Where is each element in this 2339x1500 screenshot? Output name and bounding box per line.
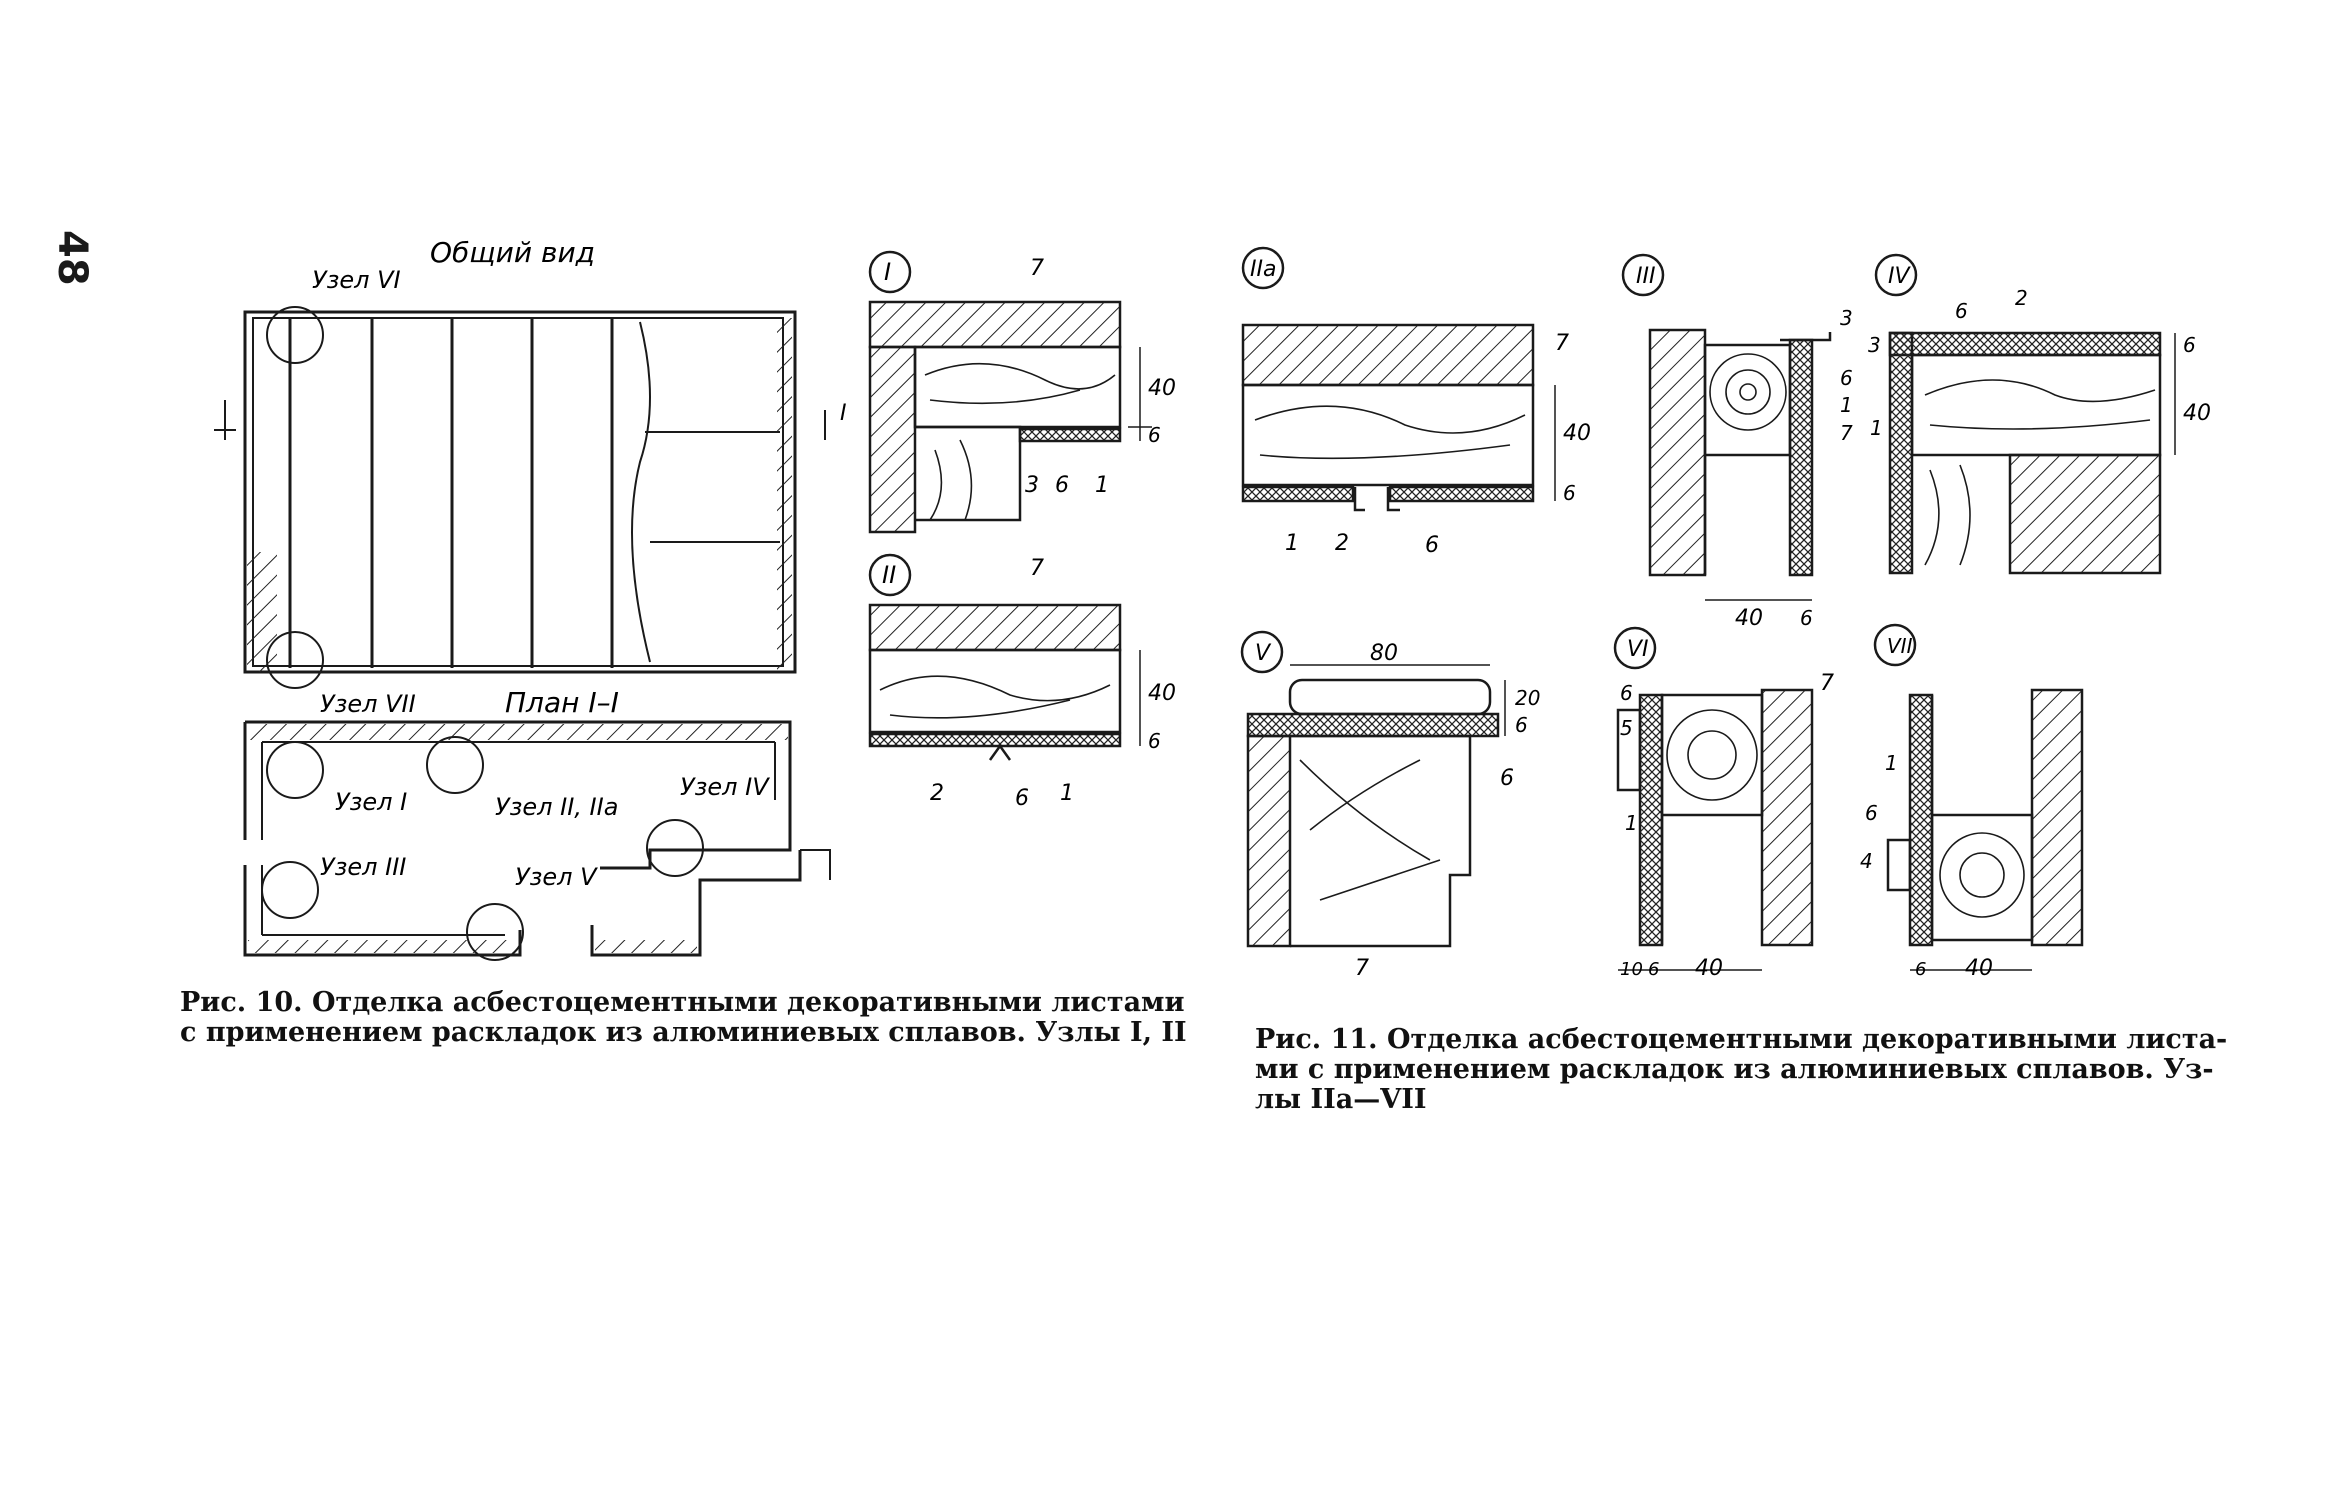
node-circle-2 (426, 736, 484, 794)
node-circle-7 (266, 631, 324, 689)
detail-IIa-label-1: 1 (1285, 531, 1299, 556)
detail-I-dim-6: 6 (1148, 423, 1161, 447)
detail-IIa-label-6: 6 (1425, 533, 1439, 558)
detail-IIa-dim-6: 6 (1563, 481, 1576, 505)
detail-IIa-label-2: 2 (1335, 531, 1349, 556)
label-node-2: Узел II, IIа (495, 793, 618, 821)
detail-V (1240, 630, 1506, 948)
detail-V-dim-80: 80 (1370, 641, 1398, 666)
detail-I-dim-40: 40 (1148, 376, 1176, 401)
node-circle-1 (266, 741, 324, 799)
detail-VI-label-6: 6 (1620, 681, 1633, 705)
label-node-1: Узел I (335, 788, 407, 816)
detail-VI-dim-6: 6 (1648, 959, 1659, 980)
detail-VI-dim-40: 40 (1695, 956, 1723, 981)
detail-I-id: I (884, 258, 891, 286)
detail-VI-label-5: 5 (1620, 716, 1633, 740)
detail-VII-label-1: 1 (1885, 751, 1898, 775)
fig10-caption-line2: с применением раскладок из алюминиевых с… (180, 1017, 1187, 1048)
fig11-caption-line3: лы IIа—VII (1255, 1084, 1427, 1115)
detail-V-id: V (1255, 641, 1272, 666)
detail-IV-dim-6: 6 (2183, 333, 2196, 357)
detail-VI-id: VI (1627, 637, 1649, 662)
detail-V-label-6: 6 (1500, 766, 1514, 791)
detail-III-label-6: 6 (1840, 366, 1853, 390)
detail-III-id: III (1636, 264, 1655, 289)
detail-I-label-1: 1 (1095, 473, 1109, 498)
detail-IIa-label-7: 7 (1555, 331, 1569, 356)
detail-III-label-7: 7 (1840, 421, 1853, 445)
section-mark: I (840, 401, 847, 426)
detail-I-label-6: 6 (1055, 473, 1069, 498)
detail-IV-id: IV (1888, 264, 1911, 289)
detail-III (1621, 253, 1832, 601)
detail-IV-label-2: 2 (2015, 286, 2028, 310)
detail-VII (1873, 623, 2084, 971)
detail-VI-label-1: 1 (1625, 811, 1638, 835)
plan-title: План I–I (505, 686, 619, 719)
detail-I-label-7: 7 (1030, 256, 1044, 281)
detail-II-label-2: 2 (930, 781, 944, 806)
detail-IV-label-1: 1 (1870, 416, 1883, 440)
fig11-caption-line2: ми с применением раскладок из алюминиевы… (1255, 1054, 2214, 1085)
detail-V-label-7: 7 (1355, 956, 1369, 981)
wall-hatch (247, 552, 277, 672)
fig11-caption: Рис. 11. Отделка асбестоцементными декор… (1255, 1025, 2227, 1115)
detail-IV-label-6: 6 (1955, 299, 1968, 323)
detail-IIa (1241, 246, 1556, 512)
detail-II-id: II (882, 561, 896, 589)
detail-II-label-7: 7 (1030, 556, 1044, 581)
detail-I-label-3: 3 (1025, 473, 1039, 498)
detail-I (868, 250, 1152, 534)
fig10-caption: Рис. 10. Отделка асбестоцементными декор… (180, 988, 1187, 1048)
general-view-title: Общий вид (430, 236, 595, 269)
label-node-5: Узел V (515, 863, 598, 891)
detail-VI-label-7: 7 (1820, 671, 1834, 696)
detail-II-dim-40: 40 (1148, 681, 1176, 706)
detail-IV-dim-40: 40 (2183, 401, 2211, 426)
detail-II-label-1: 1 (1060, 781, 1074, 806)
detail-V-dim-20: 20 (1515, 686, 1540, 710)
label-node-3: Узел III (320, 853, 406, 881)
detail-VII-dim-6: 6 (1915, 959, 1926, 980)
fig10-plan (243, 720, 831, 961)
detail-VII-id: VII (1887, 634, 1913, 658)
label-node-6: Узел VI (312, 266, 401, 294)
detail-III-dim-6: 6 (1800, 606, 1813, 630)
detail-IIa-dim-40: 40 (1563, 421, 1591, 446)
detail-III-label-1: 1 (1840, 393, 1853, 417)
detail-VII-label-6: 6 (1865, 801, 1878, 825)
label-node-7: Узел VII (320, 690, 416, 718)
detail-VI (1613, 626, 1814, 971)
detail-VI-dim-10: 10 (1620, 959, 1643, 980)
node-circle-6 (266, 306, 324, 364)
detail-II-dim-6: 6 (1148, 729, 1161, 753)
node-circle-5 (466, 903, 524, 961)
node-circle-3 (261, 861, 319, 919)
detail-VII-label-4: 4 (1860, 849, 1873, 873)
detail-III-label-3: 3 (1840, 306, 1853, 330)
node-circle-4 (646, 819, 704, 877)
fig10-caption-line1: Рис. 10. Отделка асбестоцементными декор… (180, 987, 1185, 1018)
detail-IV-label-3: 3 (1868, 333, 1881, 357)
detail-IIa-id: IIа (1250, 257, 1276, 282)
fig10-general-view (214, 306, 826, 689)
detail-III-dim-40: 40 (1735, 606, 1763, 631)
fig11-caption-line1: Рис. 11. Отделка асбестоцементными декор… (1255, 1024, 2228, 1055)
detail-IV (1874, 253, 2176, 575)
detail-V-dim-6: 6 (1515, 713, 1528, 737)
detail-II-label-6: 6 (1015, 786, 1029, 811)
detail-VII-dim-40: 40 (1965, 956, 1993, 981)
detail-II (868, 553, 1141, 761)
label-node-4: Узел IV (680, 773, 770, 801)
